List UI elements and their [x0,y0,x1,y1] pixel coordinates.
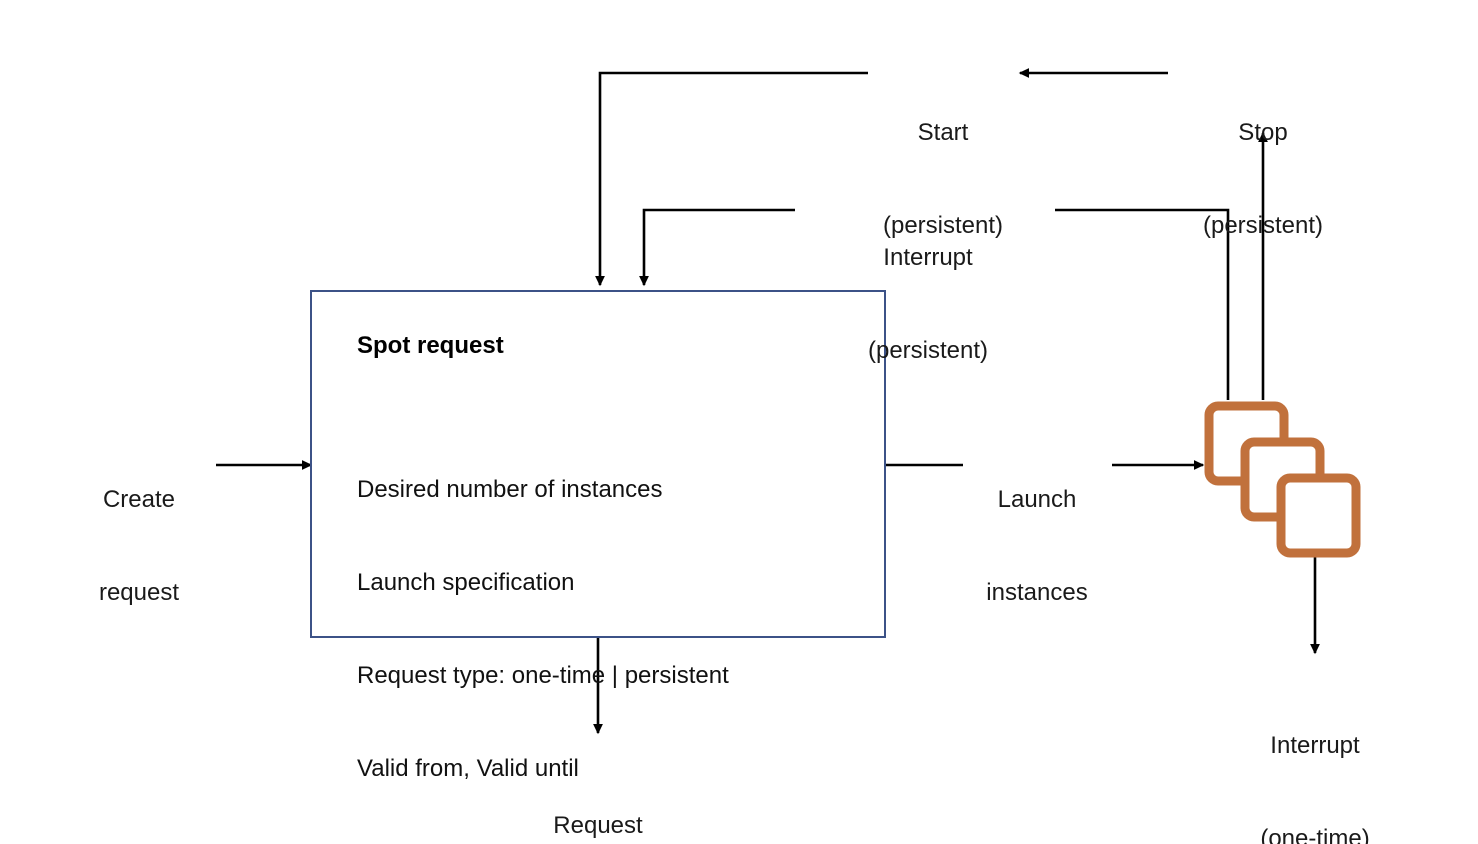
spot-attribute-request-type: Request type: one-time | persistent [357,662,729,689]
label-create-request-line2: request [98,579,180,606]
spot-request-heading: Spot request [357,332,504,359]
label-interrupt-persistent-line2: (persistent) [867,337,989,364]
label-stop-persistent-line2: (persistent) [1202,212,1324,239]
label-interrupt-persistent: Interrupt (persistent) [868,180,988,428]
edge-interrupt-persistent-left [639,208,795,287]
label-create-request: Create request [99,422,179,670]
label-interrupt-persistent-line1: Interrupt [883,244,973,271]
label-interrupt-one-time-line1: Interrupt [1270,732,1360,759]
label-stop-persistent: Stop (persistent) [1203,55,1323,303]
label-interrupt-one-time-line2: (one-time) [1260,825,1370,844]
instance-square-front [1276,473,1361,558]
label-request-failed-line1: Request [553,812,643,839]
instance-square-back [1204,401,1289,486]
label-request-failed: Request failed [553,748,642,844]
label-stop-persistent-line1: Stop [1238,119,1288,146]
spot-request-attributes: Desired number of instances Launch speci… [357,412,729,844]
spot-attribute-desired-instances: Desired number of instances [357,476,663,503]
spot-instances-stack [1204,401,1361,558]
label-create-request-line1: Create [102,486,176,513]
label-interrupt-one-time: Interrupt (one-time) [1260,668,1369,844]
label-launch-instances: Launch instances [986,422,1087,670]
label-start-persistent-line1: Start [917,119,969,146]
spot-request-box: Spot request Desired number of instances… [310,290,886,782]
label-launch-instances-line1: Launch [997,486,1077,513]
edge-start-persistent [595,71,868,287]
instance-square-middle [1240,437,1325,522]
label-start-persistent: Start (persistent) [883,55,1003,303]
spot-attribute-validity: Valid from, Valid until [357,755,579,782]
label-start-persistent-line2: (persistent) [882,212,1004,239]
spot-attribute-launch-specification: Launch specification [357,569,575,596]
label-launch-instances-line2: instances [986,579,1088,606]
